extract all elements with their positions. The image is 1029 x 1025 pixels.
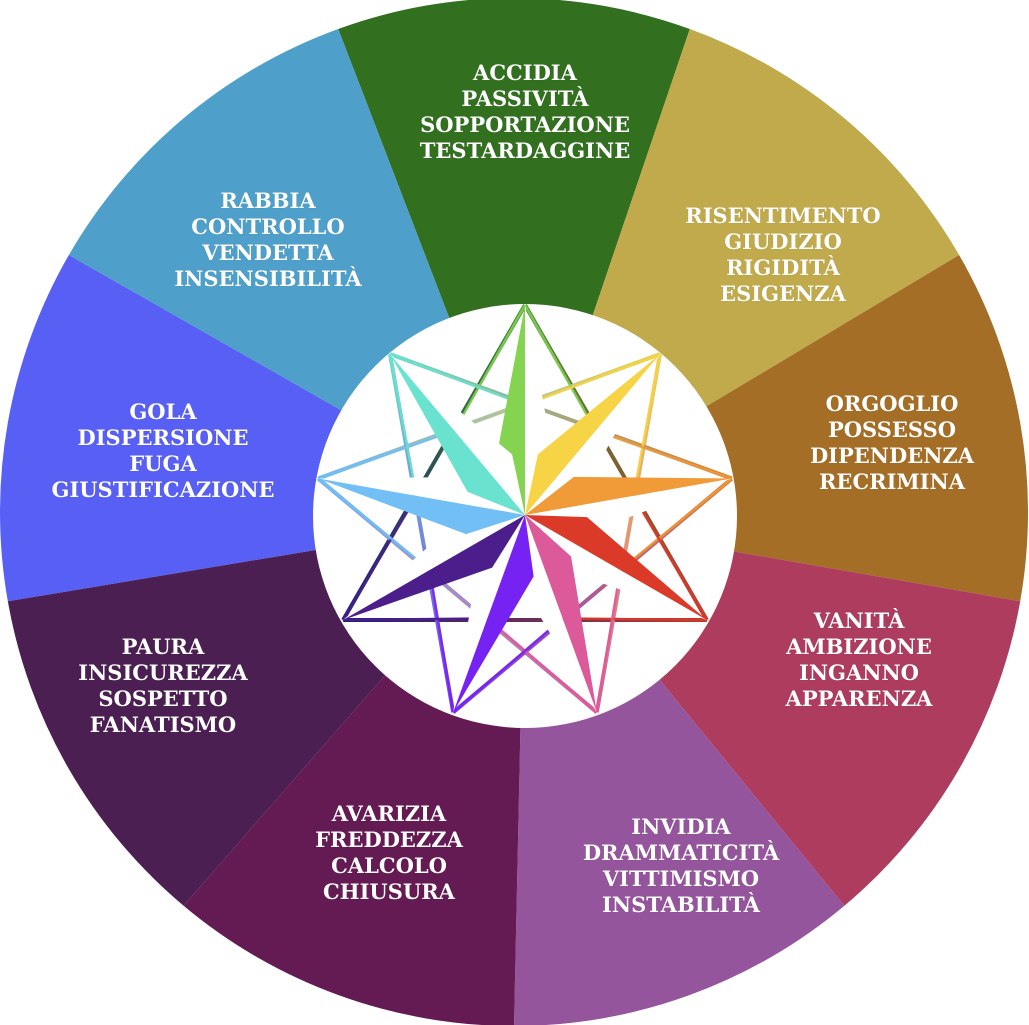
segment-label-line: INSICUREZZA [78,660,248,685]
segment-label-line: POSSESSO [827,417,957,442]
segment-label-line: INSTABILITÀ [602,892,760,917]
spoke-line [317,477,431,571]
segment-label-line: FANATISMO [89,712,237,737]
spoke-line [452,617,564,714]
segment-label-line: APPARENZA [785,686,933,711]
segment-label-line: SOSPETTO [98,686,228,711]
spoke-line [388,353,418,497]
segment-label-line: INSENSIBILITÀ [174,266,362,291]
segment-label-line: RIGIDITÀ [726,255,840,280]
spoke-line [632,495,708,621]
nine-point-star [318,305,732,713]
star-point-rabbia [390,354,525,515]
star-point-light-invidia [516,515,597,713]
spoke-line [453,304,527,432]
segment-label-line: GIUDIZIO [724,229,842,254]
segment-label-line: AVARIZIA [331,801,447,826]
segment-label-line: FUGA [129,451,197,476]
segment-accidia [338,0,690,515]
spoke-line [632,353,662,497]
star-point-risentimento [525,354,660,515]
segment-label-line: INVIDIA [631,814,731,839]
star-spoke-lines [317,304,733,714]
spoke-line [562,617,707,622]
star-point-light-paura [343,515,525,620]
spoke-line [342,495,418,621]
star-point-orgoglio [525,476,732,515]
spoke-line [619,477,733,571]
spoke-line [524,352,661,407]
spoke-line [486,617,598,714]
star-point-vanita [525,515,707,620]
segment-label-line: VENDETTA [202,240,334,265]
segment-label-line: CHIUSURA [323,879,455,904]
segment-label-line: PASSIVITÀ [461,86,589,111]
segment-label-line: TESTARDAGGINE [419,138,631,163]
segment-label-line: RECRIMINA [818,469,965,494]
segment-label-line: DIPENDENZA [809,443,975,468]
star-point-light-risentimento [525,354,660,515]
segment-label-line: INGANNO [799,660,919,685]
star-point-paura [343,515,525,620]
spoke-line [595,569,622,713]
segment-label-line: DRAMMATICITÀ [582,840,780,865]
segment-label-line: GOLA [129,399,197,424]
segment-label-line: PAURA [121,634,205,659]
segment-label-line: ESIGENZA [720,281,846,306]
star-point-invidia [525,515,597,713]
segment-label-line: AMBIZIONE [786,634,932,659]
segment-label-line: VITTIMISMO [602,866,760,891]
spoke-line [317,429,455,480]
spoke-line [595,429,733,480]
segment-label-line: VANITÀ [813,608,905,633]
spoke-line [343,617,488,622]
star-point-avarizia [453,515,534,713]
segment-label-line: DISPERSIONE [77,425,249,450]
segment-label-line: RISENTIMENTO [685,203,881,228]
segment-label-line: CALCOLO [331,853,447,878]
segment-label-line: FREDDEZZA [315,827,463,852]
segment-label-line: RABBIA [220,188,316,213]
spoke-line [428,569,455,713]
spoke-line [523,304,597,432]
segment-label-line: GIUSTIFICAZIONE [51,477,275,502]
segment-label-line: ORGOGLIO [825,391,959,416]
segment-label-line: CONTROLLO [191,214,345,239]
segment-label-line: SOPPORTAZIONE [420,112,630,137]
star-point-gola [318,478,525,535]
segment-label-line: ACCIDIA [473,60,577,85]
spoke-line [389,352,526,407]
